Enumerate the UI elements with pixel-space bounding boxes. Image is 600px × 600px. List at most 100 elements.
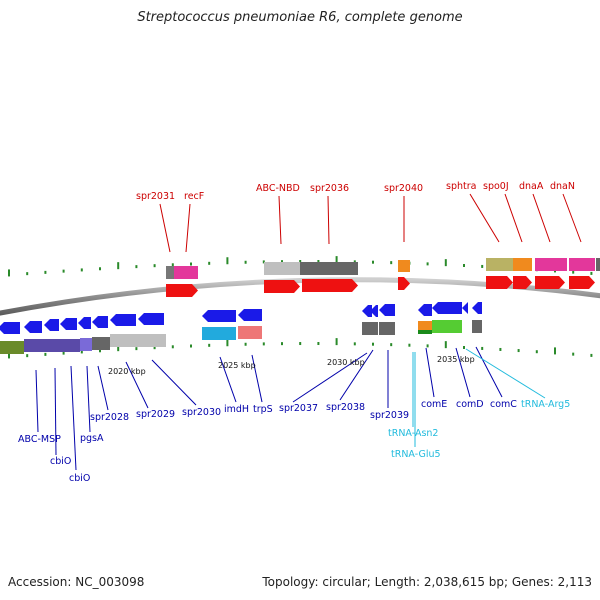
tick-upper <box>153 264 156 268</box>
genome-summary-text: Topology: circular; Length: 2,038,615 bp… <box>262 575 592 589</box>
tick-lower <box>572 352 575 356</box>
reverse-gene-arrow <box>24 321 42 333</box>
gene-label-spr2028: spr2028 <box>90 412 129 423</box>
tick-lower <box>80 350 83 354</box>
tick-upper <box>8 269 10 277</box>
gene-label-spr2029: spr2029 <box>136 409 175 420</box>
leader-line <box>455 347 471 398</box>
tick-upper <box>335 256 338 264</box>
tick-lower <box>408 343 411 347</box>
tick-lower <box>8 351 10 359</box>
feature-box <box>166 266 174 279</box>
tick-upper <box>372 260 374 264</box>
tick-lower <box>390 343 393 347</box>
feature-box <box>238 326 262 339</box>
reverse-gene-arrow <box>60 318 77 330</box>
reverse-gene-arrow <box>238 309 262 321</box>
feature-box <box>472 320 482 333</box>
tick-upper <box>26 272 29 276</box>
tick-lower <box>299 342 302 346</box>
tick-lower <box>44 352 47 356</box>
tick-lower <box>317 342 320 346</box>
feature-box <box>92 337 110 350</box>
feature-box <box>300 262 358 275</box>
leader-line <box>532 193 551 243</box>
leader-line <box>125 361 149 409</box>
feature-box <box>370 322 378 335</box>
tick-lower <box>281 342 283 346</box>
tick-lower <box>262 342 265 346</box>
leader-line <box>97 365 109 411</box>
tick-lower <box>226 339 229 347</box>
forward-gene-arrow <box>535 276 565 289</box>
gene-label-comd: comD <box>456 399 484 410</box>
leader-line <box>292 352 368 403</box>
tick-lower <box>517 349 520 353</box>
tick-lower <box>335 338 338 346</box>
forward-gene-arrow <box>166 284 198 297</box>
reverse-gene-arrow <box>418 304 432 316</box>
scale-2025kbp: 2025 kbp <box>218 361 256 370</box>
gene-label-pgsa: pgsA <box>80 433 104 444</box>
tick-upper <box>171 263 174 267</box>
reverse-gene-arrow <box>44 319 59 331</box>
feature-track <box>0 258 600 354</box>
tick-upper <box>226 257 229 265</box>
tick-upper <box>572 270 575 274</box>
gene-label-abc-msp: ABC-MSP <box>18 434 61 445</box>
feature-box <box>398 260 410 272</box>
gene-label-abc-nbd: ABC-NBD <box>256 183 300 194</box>
feature-box <box>486 258 513 271</box>
feature-box <box>418 330 432 334</box>
tick-upper <box>80 268 83 272</box>
feature-box <box>379 322 395 335</box>
trna-label-arg5: tRNA-Arg5 <box>521 399 570 410</box>
feature-box <box>513 258 532 271</box>
feature-box <box>535 258 567 271</box>
leader-line <box>504 193 523 243</box>
reverse-gene-arrow <box>379 304 395 316</box>
tick-lower <box>499 347 502 351</box>
tick-upper <box>317 260 320 264</box>
reverse-gene-arrow <box>110 314 136 326</box>
gene-label-spr2031: spr2031 <box>136 191 175 202</box>
leader-line <box>465 348 546 399</box>
leader-line <box>70 365 77 471</box>
tick-upper <box>426 262 429 266</box>
reverse-gene-arrow <box>0 322 20 334</box>
gene-label-cbio-2: cbiO <box>69 473 90 484</box>
gene-label-cbio-1: cbiO <box>50 456 71 467</box>
leader-line <box>278 195 282 245</box>
gene-label-dnan: dnaN <box>550 181 575 192</box>
tick-upper <box>353 260 356 264</box>
tick-lower <box>26 354 29 358</box>
scale-2030kbp: 2030 kbp <box>327 358 365 367</box>
gene-label-recf: recF <box>184 191 204 202</box>
leader-line <box>562 193 582 243</box>
gene-label-imdh: imdH <box>224 404 249 415</box>
gene-label-spo0j: spo0J <box>483 181 509 192</box>
reverse-gene-arrow <box>202 310 236 322</box>
tick-upper <box>44 270 47 274</box>
leader-line <box>327 195 330 245</box>
tick-upper <box>390 261 393 265</box>
tick-upper <box>244 260 247 264</box>
feature-box <box>264 262 300 275</box>
gene-label-spr2039: spr2039 <box>370 410 409 421</box>
feature-box <box>596 258 600 271</box>
feature-box <box>0 341 24 354</box>
leader-line <box>185 203 191 253</box>
tick-lower <box>117 344 120 352</box>
tick-lower <box>171 345 174 349</box>
feature-box <box>432 320 462 333</box>
feature-box <box>362 322 370 335</box>
tick-lower <box>481 346 484 350</box>
leader-line <box>251 354 263 403</box>
tick-lower <box>62 351 65 355</box>
tick-lower <box>208 343 211 347</box>
gene-label-spr2040: spr2040 <box>384 183 423 194</box>
tick-lower <box>372 342 374 346</box>
gene-label-spr2036: spr2036 <box>310 183 349 194</box>
gene-label-dnaa: dnaA <box>519 181 544 192</box>
